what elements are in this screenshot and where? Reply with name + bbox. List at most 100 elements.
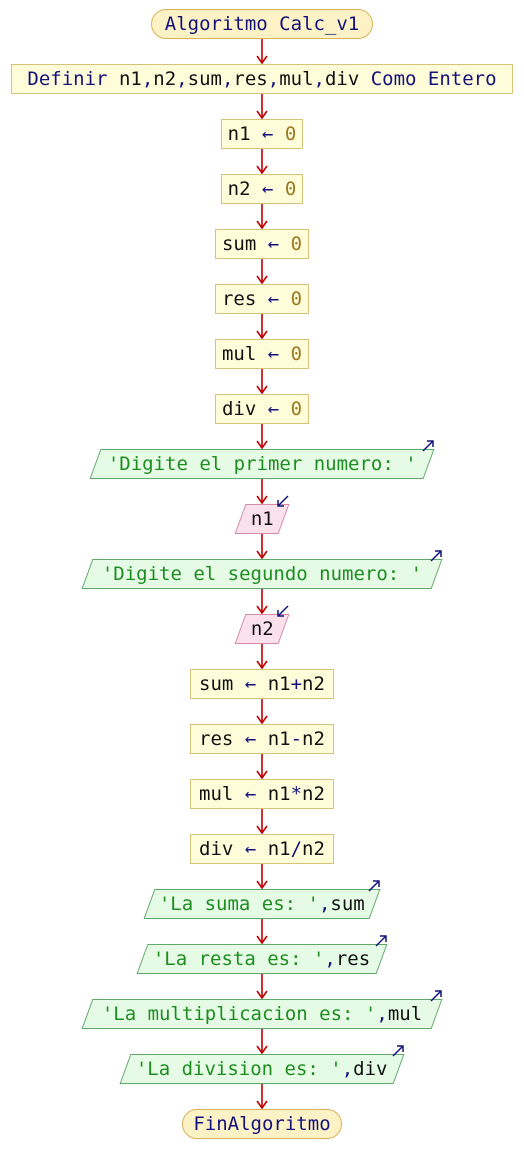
node-text-part: 'Digite el segundo numero: ' xyxy=(101,562,423,585)
node-text-part: ← xyxy=(244,782,257,805)
flow-node-proc: mul ← n1*n2 xyxy=(190,779,334,809)
node-text: 'La division es: ',div xyxy=(136,1057,388,1080)
flow-node-proc: div ← 0 xyxy=(215,394,309,424)
node-text-part: , xyxy=(376,1002,388,1025)
arrowhead xyxy=(256,110,268,120)
node-text-part: mul xyxy=(221,342,268,365)
node-text-part: res xyxy=(336,947,371,970)
node-text: FinAlgoritmo xyxy=(193,1114,330,1134)
node-text-part: 'Digite el primer numero: ' xyxy=(107,452,417,475)
node-text-part: n1 xyxy=(250,507,274,530)
node-text-part: Definir xyxy=(27,67,119,90)
flow-node-out: 'La multiplicacion es: ',mul xyxy=(81,999,443,1029)
arrowhead xyxy=(256,275,268,285)
flow-node-proc: sum ← 0 xyxy=(215,229,309,259)
node-text: 'La suma es: ',sum xyxy=(159,892,365,915)
node-text-part: + xyxy=(290,672,303,695)
output-arrow-icon xyxy=(430,990,442,1002)
arrowhead xyxy=(256,605,268,615)
arrowhead xyxy=(256,495,268,505)
flow-node-proc: Definir n1,n2,sum,res,mul,div Como Enter… xyxy=(11,64,513,94)
arrowhead xyxy=(256,165,268,175)
flow-node-out: 'La suma es: ',sum xyxy=(143,889,381,919)
node-text-part: ← xyxy=(261,122,274,145)
arrowhead xyxy=(256,770,268,780)
node-text-part: Algoritmo Calc_v1 xyxy=(164,12,360,35)
node-text: mul ← n1*n2 xyxy=(199,782,325,805)
node-text: Definir n1,n2,sum,res,mul,div Como Enter… xyxy=(27,67,496,90)
node-text: sum ← n1+n2 xyxy=(199,672,325,695)
node-text-part: ← xyxy=(267,397,280,420)
node-text-part: / xyxy=(290,837,303,860)
input-arrow-icon xyxy=(277,605,289,617)
node-text-part: n1 xyxy=(118,67,142,90)
arrowhead xyxy=(256,1100,268,1110)
flow-node-out: 'La division es: ',div xyxy=(119,1054,405,1084)
node-text-part: div xyxy=(199,837,245,860)
flow-node-out: 'La resta es: ',res xyxy=(136,944,388,974)
node-text-part: 'La resta es: ' xyxy=(153,947,325,970)
node-text: div ← n1/n2 xyxy=(199,837,325,860)
input-arrow-icon xyxy=(277,495,289,507)
node-text-part: n2 xyxy=(227,177,262,200)
node-text-part: n1 xyxy=(256,837,291,860)
node-text-part: 0 xyxy=(279,397,303,420)
node-text-part: 'La suma es: ' xyxy=(159,892,320,915)
node-text: sum ← 0 xyxy=(221,232,303,255)
flow-node-proc: mul ← 0 xyxy=(215,339,309,369)
node-text-part: sum xyxy=(221,232,268,255)
flow-node-proc: res ← n1-n2 xyxy=(190,724,334,754)
flow-node-proc: n2 ← 0 xyxy=(221,174,303,204)
node-text-part: * xyxy=(290,782,303,805)
flow-node-out: 'Digite el primer numero: ' xyxy=(89,449,435,479)
node-text-part: ← xyxy=(261,177,274,200)
node-text-part: n2 xyxy=(250,617,274,640)
node-text-part: mul xyxy=(279,67,314,90)
node-text-part: n1 xyxy=(256,727,291,750)
flow-node-proc: n1 ← 0 xyxy=(221,119,303,149)
node-text-part: , xyxy=(319,892,331,915)
node-text-part: n2 xyxy=(302,727,325,750)
node-text: res ← n1-n2 xyxy=(199,727,325,750)
node-text-part: div xyxy=(221,397,268,420)
node-text-part: , xyxy=(176,67,188,90)
node-text-part: , xyxy=(342,1057,354,1080)
node-text-part: ← xyxy=(244,727,257,750)
node-text: n2 xyxy=(250,617,274,640)
flow-node-proc: div ← n1/n2 xyxy=(190,834,334,864)
arrowhead xyxy=(256,715,268,725)
node-text-part: mul xyxy=(387,1002,423,1025)
arrowhead xyxy=(256,660,268,670)
node-text: 'La multiplicacion es: ',mul xyxy=(101,1002,423,1025)
node-text-part: sum xyxy=(187,67,222,90)
node-text: Algoritmo Calc_v1 xyxy=(164,12,360,35)
node-text: 'Digite el segundo numero: ' xyxy=(101,562,423,585)
node-text: 'La resta es: ',res xyxy=(153,947,371,970)
node-text: res ← 0 xyxy=(222,287,303,310)
node-text-part: div xyxy=(324,67,360,90)
node-text-part: 0 xyxy=(279,287,303,310)
node-text-part: mul xyxy=(199,782,245,805)
node-text-part: , xyxy=(324,947,337,970)
node-text-part: , xyxy=(141,67,154,90)
node-text-part: sum xyxy=(199,672,245,695)
node-text-part: ← xyxy=(244,672,257,695)
node-text-part: n2 xyxy=(302,782,325,805)
node-text-part: div xyxy=(353,1057,388,1080)
node-text-part: 0 xyxy=(279,232,303,255)
flow-node-out: 'Digite el segundo numero: ' xyxy=(81,559,443,589)
flow-node-term: FinAlgoritmo xyxy=(182,1109,342,1139)
node-text: div ← 0 xyxy=(221,397,303,420)
node-text-part: , xyxy=(267,67,280,90)
node-text-part: res xyxy=(199,727,245,750)
node-text-part: n1 xyxy=(256,672,291,695)
output-arrow-icon xyxy=(422,440,434,452)
flow-arrows xyxy=(256,39,268,1110)
node-text-part: 'La multiplicacion es: ' xyxy=(101,1002,377,1025)
arrowhead xyxy=(256,55,268,65)
node-text-part: 'La division es: ' xyxy=(136,1057,343,1080)
flow-node-term: Algoritmo Calc_v1 xyxy=(151,9,373,39)
node-text-part: 0 xyxy=(273,177,297,200)
flow-node-proc: res ← 0 xyxy=(215,284,309,314)
arrowhead xyxy=(256,935,268,945)
